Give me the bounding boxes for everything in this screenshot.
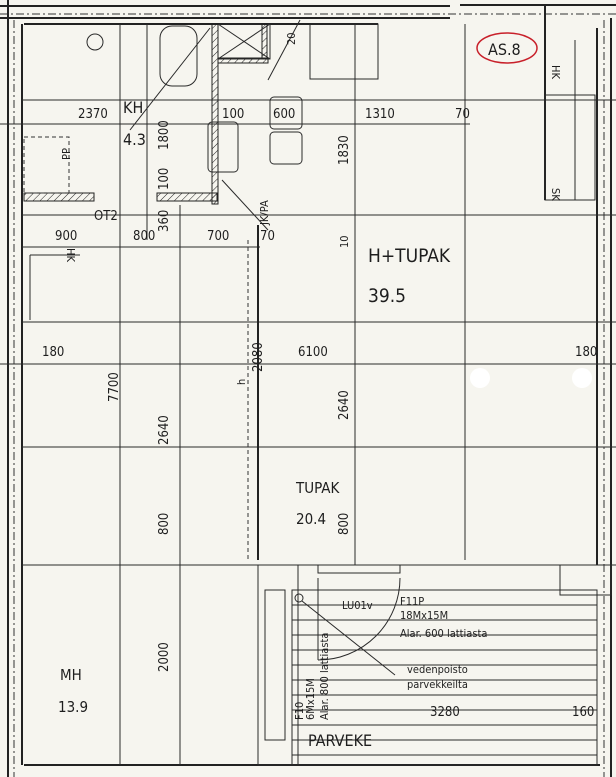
room-kh-name: KH bbox=[123, 98, 143, 117]
sheet-tag-oval bbox=[476, 32, 538, 64]
dim-6100: 6100 bbox=[298, 345, 328, 360]
sink-icon bbox=[207, 121, 239, 173]
room-parveke-name: PARVEKE bbox=[308, 731, 372, 750]
dim-1830: 1830 bbox=[337, 135, 352, 165]
window-f11p: F11P bbox=[400, 595, 424, 608]
door-swing-icon bbox=[317, 577, 401, 661]
dim-10: 10 bbox=[338, 235, 351, 248]
dim-800-left: 800 bbox=[157, 513, 172, 535]
label-sk: SK bbox=[549, 188, 562, 201]
drain-icon bbox=[294, 593, 304, 603]
grid-lines bbox=[0, 24, 616, 765]
dim-2080: 2080 bbox=[251, 342, 266, 372]
dimensions: 2370 100 600 1310 70 1800 1830 100 360 2… bbox=[42, 32, 597, 720]
drain-note-1: vedenpoisto bbox=[407, 663, 468, 676]
room-kh-area: 4.3 bbox=[123, 130, 146, 149]
dim-2640-right: 2640 bbox=[337, 390, 352, 420]
window-f10-sill: Alar. 800 lattiasta bbox=[318, 633, 331, 720]
window-f11p-size: 18Mx15M bbox=[400, 609, 448, 622]
room-mh-area: 13.9 bbox=[58, 698, 88, 716]
stove-icon bbox=[269, 96, 303, 130]
dim-800-right: 800 bbox=[337, 513, 352, 535]
room-tupak-name: TUPAK bbox=[295, 479, 341, 497]
dim-1310: 1310 bbox=[365, 107, 395, 122]
drain-note-2: parvekkeilta bbox=[407, 678, 468, 691]
label-hk-top: HK bbox=[549, 65, 562, 79]
dim-600: 600 bbox=[273, 107, 295, 122]
fixtures bbox=[23, 19, 596, 320]
room-h-tupak-name: H+TUPAK bbox=[368, 245, 451, 267]
dim-2370: 2370 bbox=[78, 107, 108, 122]
window-f10: F10 bbox=[293, 702, 306, 720]
door-code: LU01v bbox=[342, 599, 373, 612]
toilet-icon bbox=[159, 25, 198, 87]
dim-700: 700 bbox=[207, 229, 229, 244]
room-tupak-area: 20.4 bbox=[296, 510, 326, 528]
dim-2640-left: 2640 bbox=[157, 415, 172, 445]
label-ot2: OT2 bbox=[94, 209, 118, 224]
dim-180-left: 180 bbox=[42, 345, 64, 360]
label-h: h bbox=[235, 379, 248, 385]
dim-3280: 3280 bbox=[430, 705, 460, 720]
dim-70: 70 bbox=[455, 107, 470, 122]
room-mh-name: MH bbox=[60, 666, 82, 684]
dim-20: 20 bbox=[285, 32, 298, 45]
room-h-tupak-area: 39.5 bbox=[368, 285, 406, 307]
window-f10-size: 6Mx15M bbox=[304, 678, 317, 720]
dim-1800: 1800 bbox=[157, 120, 172, 150]
dim-70-b: 70 bbox=[260, 229, 275, 244]
dim-7700: 7700 bbox=[107, 372, 122, 402]
label-pp: PP bbox=[60, 148, 73, 160]
window-f11p-sill: Alar. 600 lattiasta bbox=[400, 627, 487, 640]
dim-180-right: 180 bbox=[575, 345, 597, 360]
dim-800: 800 bbox=[133, 229, 155, 244]
label-jk-pa: JK/PA bbox=[258, 200, 271, 226]
label-hk-left: HK bbox=[64, 248, 77, 262]
balcony-annotations: LU01v F11P 18Mx15M Alar. 600 lattiasta F… bbox=[293, 595, 487, 720]
balcony bbox=[257, 368, 612, 766]
dim-360: 360 bbox=[157, 210, 172, 232]
dim-900: 900 bbox=[55, 229, 77, 244]
washbasin-icon bbox=[86, 33, 104, 51]
sheet-tag: AS.8 bbox=[488, 40, 521, 59]
dim-100-vertical: 100 bbox=[157, 168, 172, 190]
dim-160: 160 bbox=[572, 705, 594, 720]
dim-100: 100 bbox=[222, 107, 244, 122]
dim-2000: 2000 bbox=[157, 642, 172, 672]
